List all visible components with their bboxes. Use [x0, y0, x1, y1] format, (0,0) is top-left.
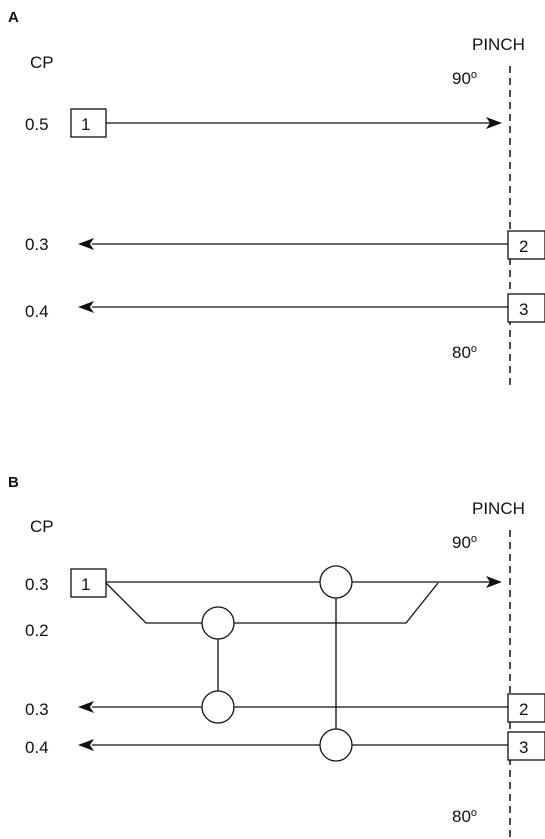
panel-b-stream-3-id: 3 [519, 738, 528, 757]
panel-b-stream-3-arrowhead [78, 739, 94, 751]
panel-b-stream-2-arrowhead [78, 701, 94, 713]
panel-a-stream-1-arrowhead [486, 117, 502, 129]
panel-b-stream-3-cp: 0.4 [25, 738, 49, 757]
panel-a-stream-1-box [70, 108, 107, 138]
panel-a-stream-3-id: 3 [519, 300, 528, 319]
panel-b-stream-2-cp: 0.3 [25, 700, 49, 719]
panel-a-cp-header: CP [30, 53, 54, 72]
panel-a-stream-2-cp: 0.3 [25, 235, 49, 254]
panel-b-stream-1-id: 1 [81, 575, 90, 594]
panel-a-stream-2-id: 2 [519, 237, 528, 256]
panel-b-label: B [8, 474, 19, 491]
panel-b-temp-bottom: 80o [452, 807, 477, 826]
panel-b-stream-2-id: 2 [519, 700, 528, 719]
panel-a-stream-3: 0.4 3 [25, 293, 545, 323]
panel-b-exchanger-a-cold [201, 690, 235, 724]
panel-b-stream-3-box [507, 731, 545, 761]
panel-b-exchanger-a-hot [201, 606, 235, 640]
panel-a-pinch-label: PINCH [472, 35, 525, 54]
panel-b-stream-1-box [70, 568, 107, 598]
panel-b-exchanger-b-hot [319, 565, 353, 599]
panel-a-stream-3-box [507, 293, 545, 323]
panel-a-stream-2-arrowhead [78, 238, 94, 250]
panel-a-stream-1-cp: 0.5 [25, 115, 49, 134]
panel-a: A CP PINCH 90o 80o 0.5 1 0.3 2 0.4 [8, 9, 545, 385]
panel-b-pinch-label: PINCH [472, 499, 525, 518]
panel-b-cp-header: CP [30, 517, 54, 536]
panel-a-temp-bottom: 80o [452, 343, 477, 362]
panel-a-stream-3-arrowhead [78, 301, 94, 313]
panel-b-exchanger-b-cold [319, 728, 353, 762]
panel-b: B CP PINCH 90o 80o 0.3 0.2 0.3 0.4 [8, 474, 545, 839]
panel-a-stream-2: 0.3 2 [25, 230, 545, 260]
panel-a-temp-top: 90o [452, 69, 477, 88]
panel-b-split-cp: 0.2 [25, 621, 49, 640]
panel-a-stream-2-box [507, 230, 545, 260]
panel-a-label: A [8, 9, 19, 26]
panel-a-stream-1: 0.5 1 [25, 108, 502, 138]
panel-b-split-branch [105, 582, 439, 624]
panel-b-stream-1-arrowhead [486, 576, 502, 588]
panel-b-stream-1-cp: 0.3 [25, 575, 49, 594]
panel-a-stream-3-cp: 0.4 [25, 302, 49, 321]
panel-b-temp-top: 90o [452, 533, 477, 552]
panel-a-stream-1-id: 1 [81, 115, 90, 134]
panel-b-stream-2-box [507, 693, 545, 723]
